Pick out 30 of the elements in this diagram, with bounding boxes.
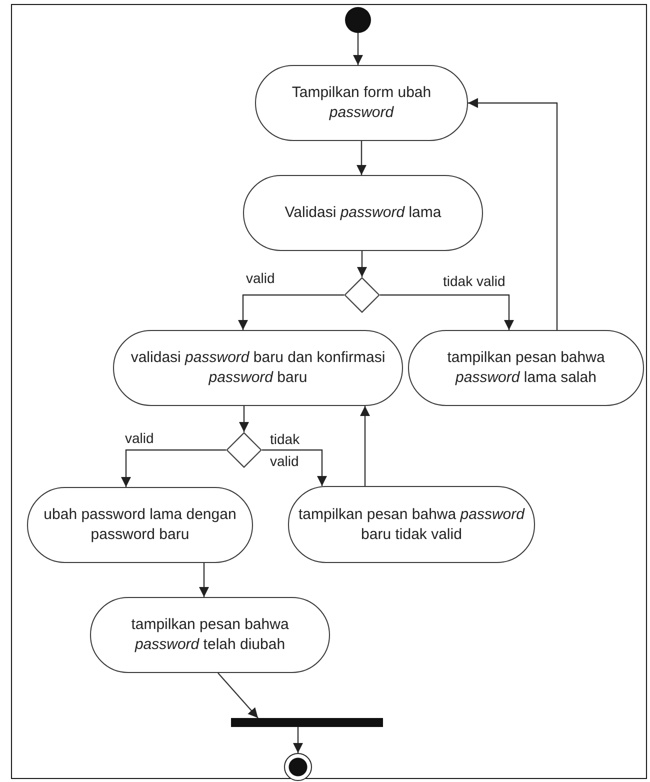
activity-text: tampilkan pesan bahwa password baru tidak valid xyxy=(298,504,526,544)
join-bar xyxy=(231,718,383,727)
arrow xyxy=(218,672,258,718)
arrow xyxy=(262,449,327,486)
activity-text: Tampilkan form ubah password xyxy=(290,83,432,123)
edge-label: tidak valid xyxy=(270,430,301,471)
decision-diamond xyxy=(226,432,262,468)
arrow xyxy=(356,141,366,175)
final-node xyxy=(284,753,312,781)
activity-text: ubah password lama dengan password baru xyxy=(42,505,238,545)
arrow xyxy=(293,727,303,753)
arrow xyxy=(353,33,363,65)
arrow xyxy=(380,294,514,330)
arrow xyxy=(238,294,344,330)
edge-label: valid xyxy=(125,430,154,446)
arrow xyxy=(357,251,367,277)
edge-label: valid xyxy=(246,270,275,286)
activity-text: tampilkan pesan bahwa password telah diubah xyxy=(130,615,290,655)
arrow xyxy=(360,406,370,486)
arrow xyxy=(121,449,226,487)
activity-text: tampilkan pesan bahwa password lama salah xyxy=(446,348,606,388)
arrow xyxy=(239,406,249,432)
decision-diamond xyxy=(344,277,380,313)
activity-text: validasi password baru dan konfirmasi password baru xyxy=(130,348,386,388)
arrow xyxy=(468,98,558,330)
initial-node xyxy=(345,7,371,33)
edge-label: tidak valid xyxy=(443,273,506,289)
arrow xyxy=(199,563,209,597)
activity-box xyxy=(408,330,644,406)
activity-text: Validasi password lama xyxy=(284,203,442,223)
